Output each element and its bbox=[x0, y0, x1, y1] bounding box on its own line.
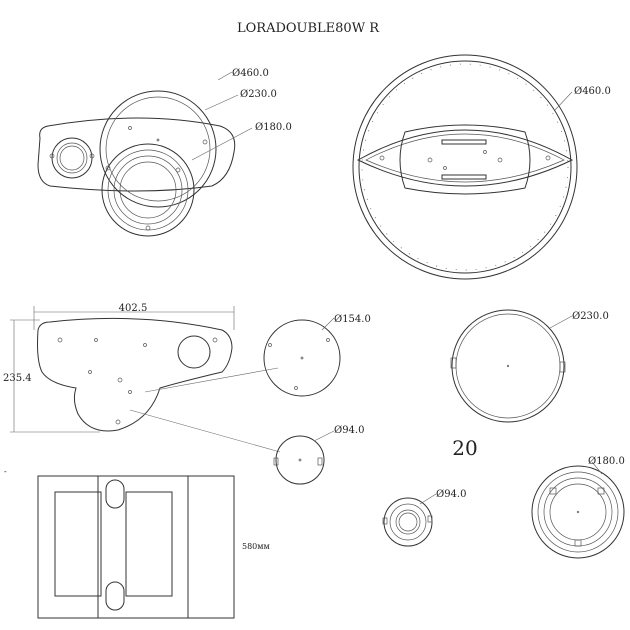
ring-top-view bbox=[352, 54, 578, 280]
label-d94-small: Ø94.0 bbox=[436, 489, 466, 500]
stray-mark: - bbox=[4, 467, 7, 476]
lamp-180 bbox=[531, 461, 625, 559]
label-d230-top: Ø230.0 bbox=[240, 89, 277, 100]
label-d180-ring: Ø180.0 bbox=[588, 456, 625, 467]
label-d180-top: Ø180.0 bbox=[255, 122, 292, 133]
label-d94-mid: Ø94.0 bbox=[334, 425, 364, 436]
label-d230-ring: Ø230.0 bbox=[572, 311, 609, 322]
drawing-title: LORADOUBLE80W R bbox=[237, 21, 380, 36]
label-width-dim: 402.5 bbox=[119, 303, 148, 314]
page-number: 20 bbox=[452, 436, 477, 460]
label-height-dim: 235.4 bbox=[3, 373, 32, 384]
assembly-side-view bbox=[37, 71, 253, 237]
label-d460-ring: Ø460.0 bbox=[574, 86, 611, 97]
label-d154: Ø154.0 bbox=[334, 314, 371, 325]
ring-230 bbox=[450, 309, 573, 423]
label-d460-top: Ø460.0 bbox=[232, 68, 269, 79]
label-box-dim: 580мм bbox=[242, 542, 270, 551]
lamp-94-small bbox=[382, 493, 437, 547]
disc-94-mid bbox=[273, 430, 335, 485]
disc-154 bbox=[263, 317, 341, 397]
packaging-box bbox=[37, 475, 235, 619]
mounting-plate-view bbox=[10, 306, 281, 453]
